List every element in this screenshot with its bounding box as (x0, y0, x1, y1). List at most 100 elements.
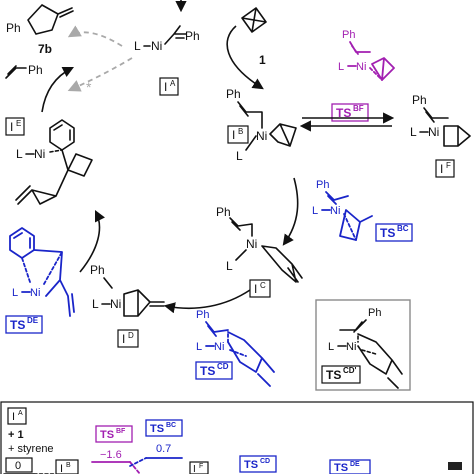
ep-label-box-IF (189, 461, 209, 474)
compound-7b: Ph 7b (6, 4, 74, 56)
compound-1-label: 1 (259, 53, 266, 67)
ep-connector-tsbc (129, 457, 147, 467)
label-box-tscd (195, 361, 233, 380)
gray-frame-tscdp (315, 299, 411, 391)
ep-label-IF: I (193, 464, 196, 474)
l-label-tsbc: L (312, 205, 318, 217)
ni-label-IC: Ni (246, 237, 257, 251)
arrow-IE-to-IA (41, 66, 75, 113)
label-tsbf-sup: BF (353, 104, 364, 113)
ni-label-tsbf: Ni (356, 61, 366, 73)
label-tsbc-sup: BC (397, 224, 409, 233)
label-tsbf: TS (336, 106, 351, 120)
intermediate-IC: Ph Ni L I C (216, 205, 303, 298)
ep-label-box-IB (55, 459, 79, 474)
ni-label-tscdp: Ni (346, 341, 356, 353)
ep-label-IB: I (60, 463, 63, 474)
ph-label-tscdp: Ph (368, 307, 381, 319)
ts-DE: L Ni TS DE (5, 227, 75, 334)
ni-label-IA: Ni (151, 39, 162, 53)
label-IB: I (232, 128, 235, 142)
label-tsde-sup: DE (27, 316, 39, 325)
ep-start-value: 0 (15, 460, 21, 472)
label-IF-sup: F (446, 161, 451, 170)
label-box-ID (117, 329, 139, 348)
l-label-tscdp: L (328, 341, 334, 353)
l-label-IA: L (134, 39, 141, 53)
l-label-IE: L (16, 147, 23, 161)
ph-label-7b: Ph (6, 21, 21, 35)
ph-label-IB: Ph (226, 87, 241, 101)
arrow-ID-to-IE (79, 209, 106, 273)
label-tscdp: TS (326, 368, 341, 382)
asterisk-label: * (86, 79, 92, 95)
ep-label-tscd: TS (244, 459, 258, 471)
ni-label-IF: Ni (428, 125, 439, 139)
ep-label-IA: I (12, 411, 15, 423)
intermediate-IA: L Ni Ph I A (134, 25, 200, 96)
arrow-IA-to-IB (226, 25, 264, 90)
ep-label-tsbc: TS (150, 423, 164, 435)
ep-label-box-IA (7, 407, 27, 425)
ep-label-tsde: TS (334, 462, 348, 474)
ni-label-tsbc: Ni (330, 205, 340, 217)
ep-tsbf-value: −1.6 (100, 449, 122, 461)
l-label-IC: L (226, 259, 233, 273)
label-IC-sup: C (260, 281, 266, 290)
styrene: Ph (5, 63, 43, 79)
ep-legend-swatch (448, 462, 462, 470)
label-tscdp-sup: CD' (343, 366, 357, 375)
ep-label-box-tsde (329, 459, 371, 474)
ep-value-box-start (5, 457, 33, 473)
off-cycle-arrows: * (67, 25, 133, 95)
ts-BF: Ph L Ni TS BF (331, 29, 395, 122)
energy-profile-panel: I A + 1 + styrene 0 I B TS BF −1.6 TS BC… (0, 401, 474, 474)
label-box-IE (5, 117, 25, 136)
ep-label-box-tsbc (145, 419, 183, 437)
ep-plus-styrene: + styrene (8, 443, 54, 455)
label-tscd: TS (200, 364, 215, 378)
ep-label-IA-sup: A (18, 410, 23, 417)
label-box-IB (227, 125, 249, 144)
ep-label-box-tscd (239, 455, 277, 473)
label-box-tsde (5, 315, 43, 334)
ph-label-IC: Ph (216, 205, 231, 219)
label-IA-sup: A (170, 79, 176, 88)
ep-label-tsbf: TS (100, 429, 114, 441)
ni-label-IE: Ni (34, 147, 45, 161)
ep-label-tsbc-sup: BC (166, 422, 176, 429)
label-tscd-sup: CD (217, 362, 229, 371)
ts-BC: Ph L Ni TS BC (312, 179, 413, 242)
l-label-IF: L (410, 125, 417, 139)
l-label-IB: L (236, 149, 243, 163)
ni-label-tsde: Ni (30, 287, 40, 299)
l-label-tsbf: L (338, 61, 344, 73)
label-box-IF (435, 159, 455, 178)
ts-CD: Ph L Ni TS CD (195, 309, 275, 387)
intermediate-IB: Ph Ni L I B (226, 87, 297, 163)
ni-label-tscd: Ni (214, 341, 224, 353)
ep-label-tsde-sup: DE (350, 461, 360, 468)
label-box-tscdp (321, 365, 361, 384)
intermediate-IE: L Ni I E (5, 117, 93, 205)
label-ID-sup: D (128, 331, 134, 340)
label-IE-sup: E (16, 119, 21, 128)
label-ID: I (122, 332, 125, 346)
ep-label-IF-sup: F (199, 463, 203, 470)
ni-label-ID: Ni (110, 297, 121, 311)
ep-tsbc-value: 0.7 (156, 443, 171, 455)
ph-label-IF: Ph (412, 93, 427, 107)
ph-label-tscd: Ph (196, 309, 209, 321)
ep-label-IB-sup: B (66, 462, 71, 469)
ph-label-ID: Ph (90, 263, 105, 277)
label-IA: I (164, 80, 167, 94)
label-box-tsbf (331, 103, 369, 122)
ep-label-tscd-sup: CD (260, 458, 270, 465)
intermediate-IF: Ph L Ni I F (410, 93, 471, 178)
ep-plus-1: + 1 (8, 429, 24, 441)
ep-label-tsbf-sup: BF (116, 428, 126, 435)
compound-7b-label: 7b (38, 42, 52, 56)
ep-label-box-tsbf (95, 425, 133, 443)
